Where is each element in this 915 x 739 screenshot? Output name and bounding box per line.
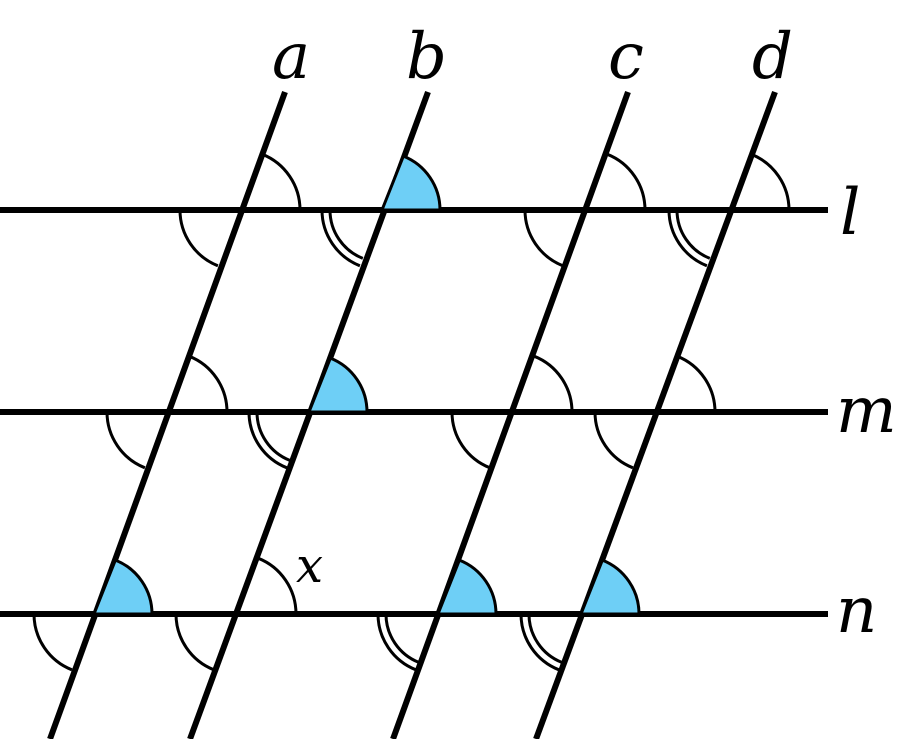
label-d: d: [752, 20, 793, 94]
angle-arc-a-l-top: [261, 152, 302, 211]
double-arc-b-l-inner: [328, 209, 364, 260]
highlight-angle-c-n: [435, 558, 498, 616]
label-a: a: [272, 20, 310, 94]
label-m: m: [836, 374, 897, 448]
angle-arc-d-m-top: [676, 354, 717, 413]
highlight-angle-a-n: [91, 558, 154, 616]
highlight-angle-b-l: [379, 154, 442, 212]
angle-arc-c-m-top: [533, 354, 574, 413]
double-arc-b-m-outer: [247, 411, 288, 470]
angle-arc-d-m-bottom: [593, 411, 634, 470]
highlight-angle-b-m: [306, 356, 369, 414]
angle-arc-a-m-top: [188, 354, 229, 413]
angle-arc-c-l-top: [606, 152, 647, 211]
angle-arc-b-n-bottom: [174, 613, 215, 672]
label-n: n: [836, 574, 877, 648]
label-x: x: [296, 538, 323, 594]
angle-arc-a-n-bottom: [32, 613, 73, 672]
double-arc-d-n-outer: [519, 613, 560, 672]
double-arc-b-m-inner: [255, 411, 291, 462]
label-c: c: [608, 20, 644, 94]
angle-arc-c-m-bottom: [450, 411, 491, 470]
line-d: [533, 90, 778, 739]
angle-arc-x: [257, 556, 298, 615]
angle-arc-c-l-bottom: [523, 209, 564, 268]
double-arc-d-n-inner: [527, 613, 563, 664]
line-a: [47, 90, 288, 739]
angle-arc-a-l-bottom: [178, 209, 219, 268]
angle-arc-a-m-bottom: [105, 411, 146, 470]
label-l: l: [840, 176, 860, 250]
angle-arc-d-l-top: [750, 152, 791, 211]
double-arc-c-n-outer: [376, 613, 417, 672]
double-arc-d-l-outer: [667, 209, 708, 268]
double-arc-c-n-inner: [384, 613, 420, 664]
double-arc-b-l-outer: [320, 209, 361, 268]
label-b: b: [406, 20, 447, 94]
double-arc-d-l-inner: [675, 209, 711, 260]
line-c: [390, 90, 631, 739]
highlight-angle-d-n: [578, 558, 641, 616]
